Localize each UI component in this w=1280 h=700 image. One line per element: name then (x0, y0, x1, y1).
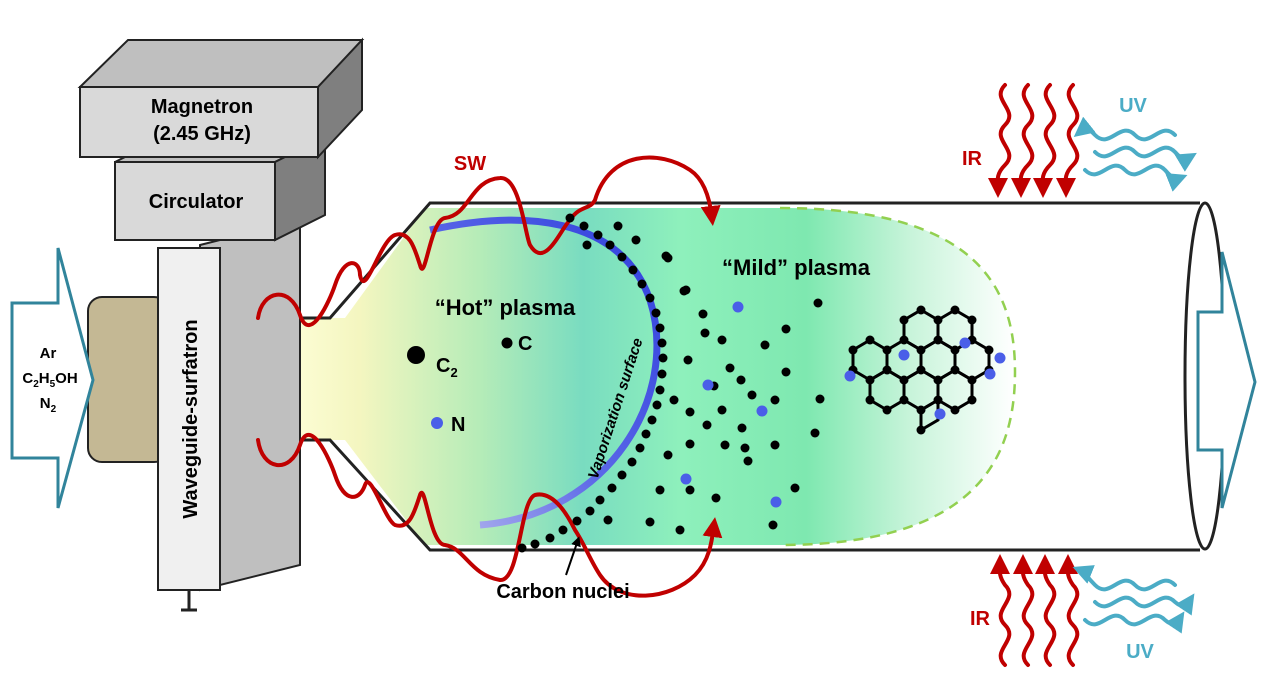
carbon-nuclei-dots (517, 213, 695, 553)
mild-plasma-label: “Mild” plasma (722, 255, 871, 280)
uv-top-label: UV (1119, 95, 1147, 117)
sw-label: SW (454, 153, 486, 175)
ir-bottom-label: IR (970, 608, 991, 630)
n-label: N (451, 414, 465, 436)
inlet-tube (87, 296, 169, 463)
magnetron-label-line2: (2.45 GHz) (153, 123, 251, 145)
c-label: C (518, 333, 532, 355)
c2-label: C2 (436, 355, 458, 380)
sw-wave-top (256, 155, 721, 327)
waveguide-label: Waveguide-surfatron (180, 319, 202, 518)
uv-bottom: UV (1072, 565, 1195, 663)
microwave-source: Waveguide-surfatron Circulator Magnetron… (77, 37, 365, 612)
c2-dot (407, 346, 425, 364)
ir-bottom: IR (970, 554, 1080, 667)
carbon-nuclei-pointer: Carbon nuclei (496, 536, 630, 603)
n-dot (431, 417, 443, 429)
ir-top-label: IR (962, 148, 983, 170)
circulator-label: Circulator (149, 191, 244, 213)
c-dot (501, 337, 513, 349)
plasma-fill (270, 208, 1015, 545)
gas-ar-label: Ar (40, 345, 57, 362)
gas-inlet-arrow: Ar C2H5OH N2 (10, 247, 169, 509)
mild-plasma-particles (661, 251, 825, 530)
mild-plasma-boundary (779, 206, 1017, 547)
outlet-arrow (1196, 251, 1257, 509)
gas-n2-label: N2 (40, 395, 57, 415)
magnetron-block: Magnetron (2.45 GHz) (77, 37, 365, 160)
ir-top: IR (962, 83, 1080, 198)
hot-plasma-species: C2 C N (407, 333, 532, 436)
waveguide-block: Waveguide-surfatron (157, 218, 301, 612)
magnetron-label-line1: Magnetron (151, 96, 253, 118)
gas-ethanol-label: C2H5OH (22, 370, 77, 390)
nitrogen-particles (680, 301, 782, 508)
uv-top: UV (1073, 95, 1197, 192)
carbon-nuclei-label: Carbon nuclei (496, 581, 629, 603)
surface-wave: SW (256, 153, 723, 598)
graphene-flake (844, 305, 1006, 435)
hot-plasma-label: “Hot” plasma (435, 295, 576, 320)
uv-bottom-label: UV (1126, 641, 1154, 663)
sw-wave-bottom (256, 433, 723, 598)
